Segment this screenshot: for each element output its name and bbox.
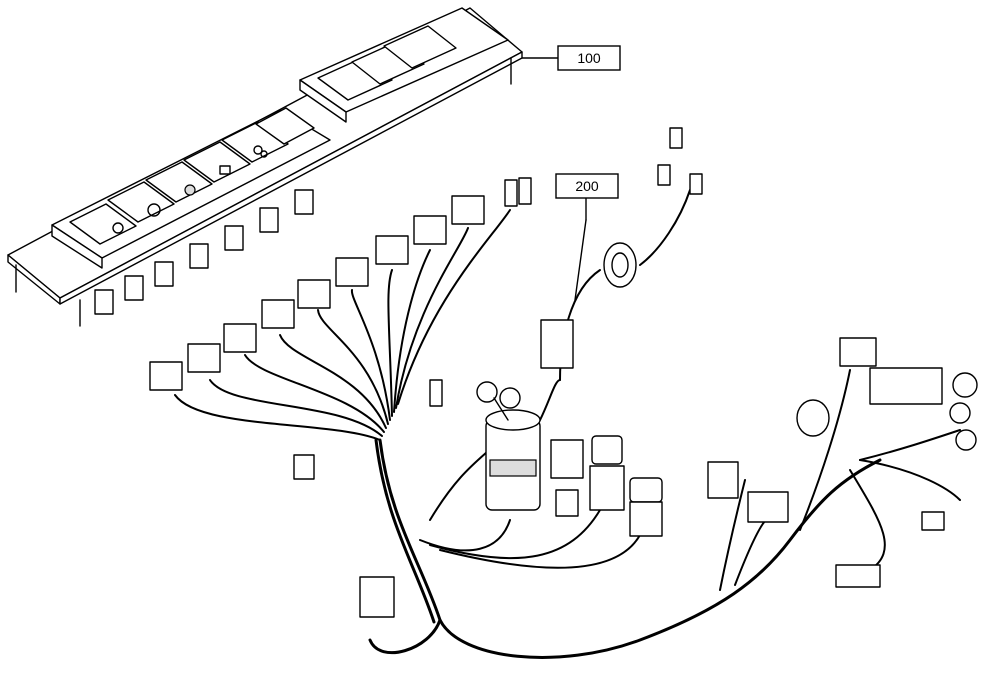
ignition-switch — [476, 381, 541, 511]
harness-connectors — [149, 127, 978, 618]
callout-100-label: 100 — [577, 50, 601, 66]
grommet — [603, 242, 637, 288]
switch-panel-assembly — [7, 7, 523, 327]
switch-symbol-icons — [112, 145, 268, 234]
callout-200: 200 — [555, 173, 619, 301]
callout-200-label: 200 — [575, 178, 599, 194]
panel-rear-connectors — [94, 189, 314, 315]
key-icon — [476, 381, 498, 403]
main-wiring-harness — [174, 189, 961, 659]
callout-100: 100 — [521, 45, 621, 71]
sensors — [550, 435, 663, 537]
rocker-switches — [69, 107, 315, 245]
